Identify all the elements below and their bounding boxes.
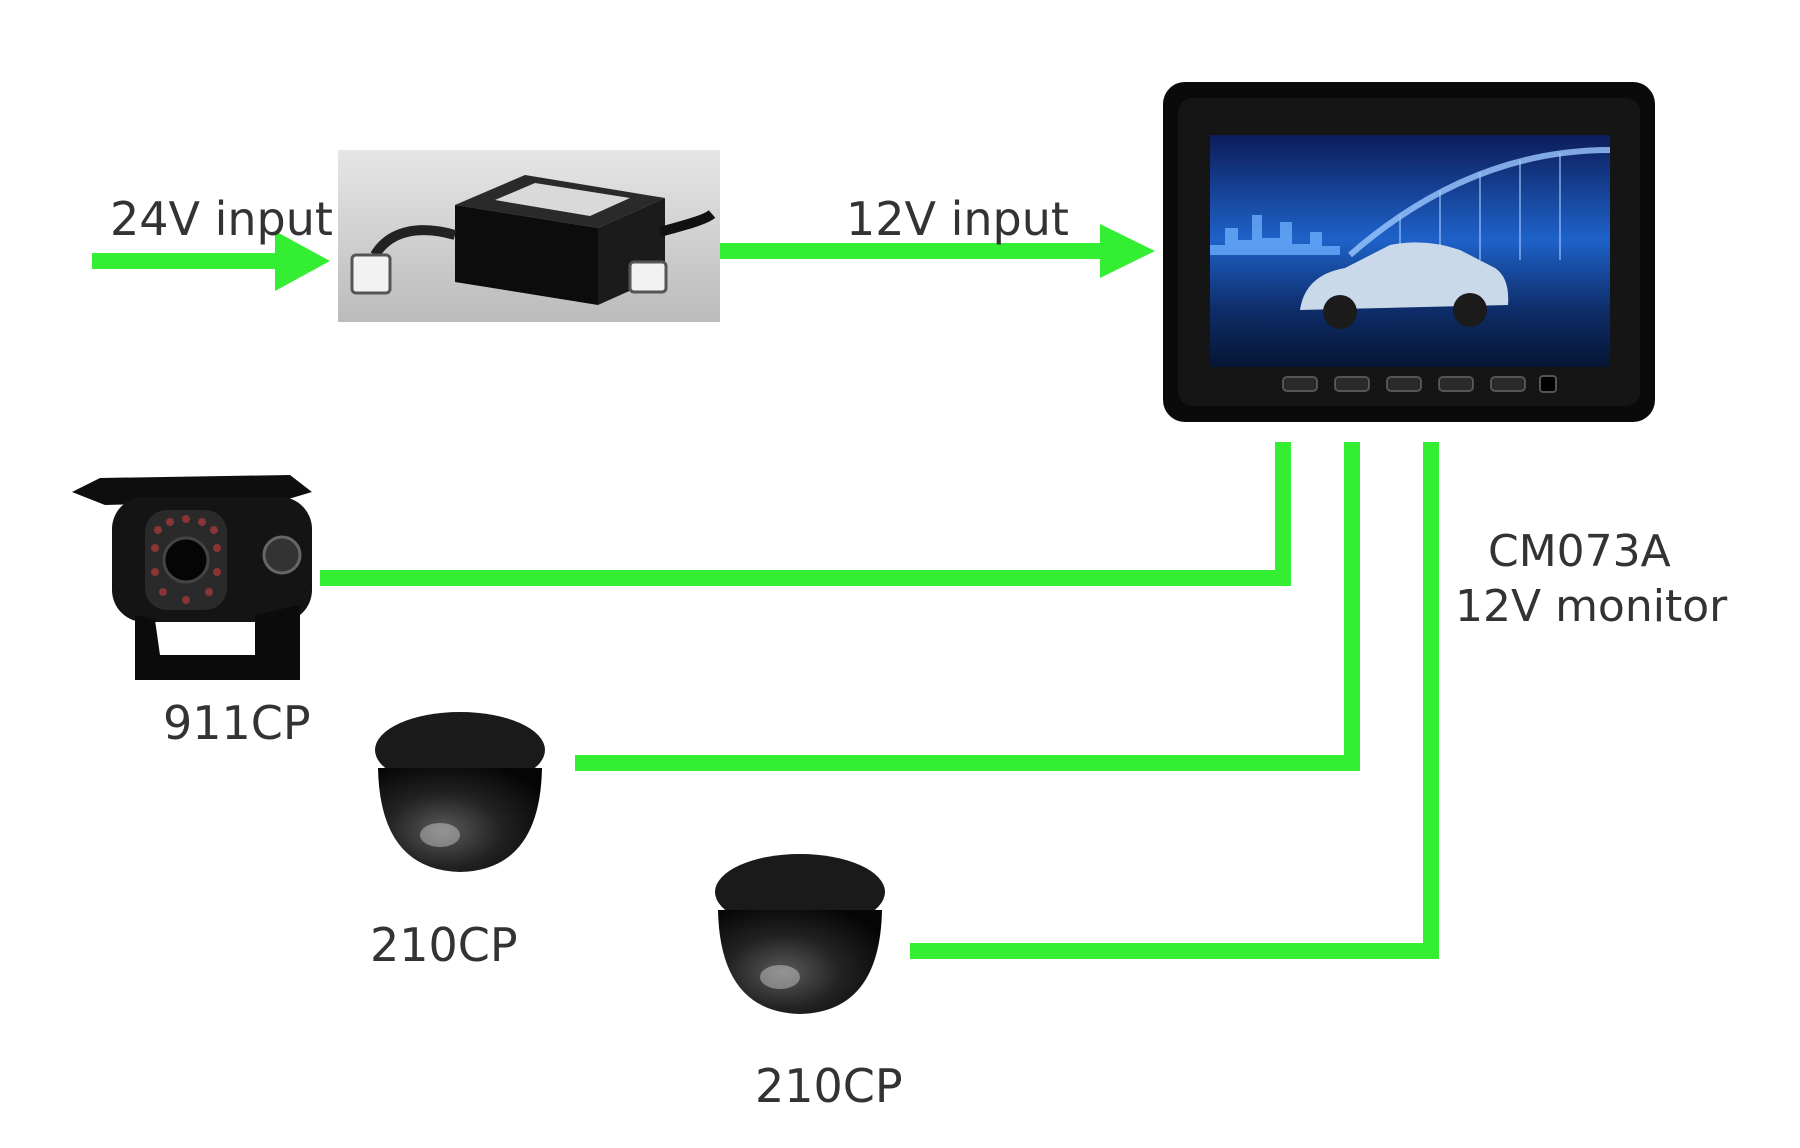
camera-bracket: [135, 605, 300, 680]
dome-2-highlight: [760, 965, 800, 989]
dome-camera-1: [375, 712, 545, 872]
screen-bridge: [1348, 147, 1611, 258]
converter-label-sticker: [495, 183, 630, 216]
converter-input-connector: [350, 253, 392, 295]
monitor-button-minus[interactable]: [1282, 376, 1318, 392]
wire-camera-911cp: [320, 442, 1291, 586]
camera-lens: [162, 536, 210, 584]
wire-dome-camera-2: [910, 442, 1439, 959]
lcd-monitor: [1163, 82, 1655, 422]
label-12v-input: 12V input: [846, 192, 1069, 246]
dome-camera-2: [715, 854, 885, 1014]
dome-2-shell: [718, 910, 882, 1014]
power-converter: [338, 150, 720, 322]
camera-mount-knob: [262, 535, 302, 575]
dome-1-highlight: [420, 823, 460, 847]
label-dome-camera-1: 210CP: [370, 918, 518, 972]
converter-box-front: [455, 205, 598, 305]
arrow-head-12v: [1100, 224, 1155, 278]
label-dome-camera-2: 210CP: [755, 1059, 903, 1113]
label-monitor-description: 12V monitor: [1455, 581, 1728, 632]
monitor-button-menu[interactable]: [1334, 376, 1370, 392]
dome-1-shell: [378, 768, 542, 872]
monitor-button-power[interactable]: [1490, 376, 1526, 392]
monitor-button-plus[interactable]: [1386, 376, 1422, 392]
label-camera-911cp: 911CP: [163, 696, 311, 750]
monitor-ir-sensor: [1539, 375, 1557, 393]
screen-car: [1300, 242, 1509, 310]
rear-camera-911cp: [72, 475, 312, 680]
wires: [92, 224, 1439, 959]
monitor-button-row: [1282, 375, 1557, 393]
camera-ir-leds: [151, 515, 221, 604]
wire-dome-camera-1: [575, 442, 1360, 771]
label-monitor-model: CM073A: [1488, 526, 1671, 577]
label-24v-input: 24V input: [110, 192, 333, 246]
converter-input-cable: [370, 225, 457, 258]
monitor-button-av[interactable]: [1438, 376, 1474, 392]
converter-output-cable: [658, 209, 716, 237]
arrow-head-24v: [275, 231, 330, 291]
converter-output-connector: [628, 260, 668, 294]
screen-skyline: [1210, 215, 1340, 255]
